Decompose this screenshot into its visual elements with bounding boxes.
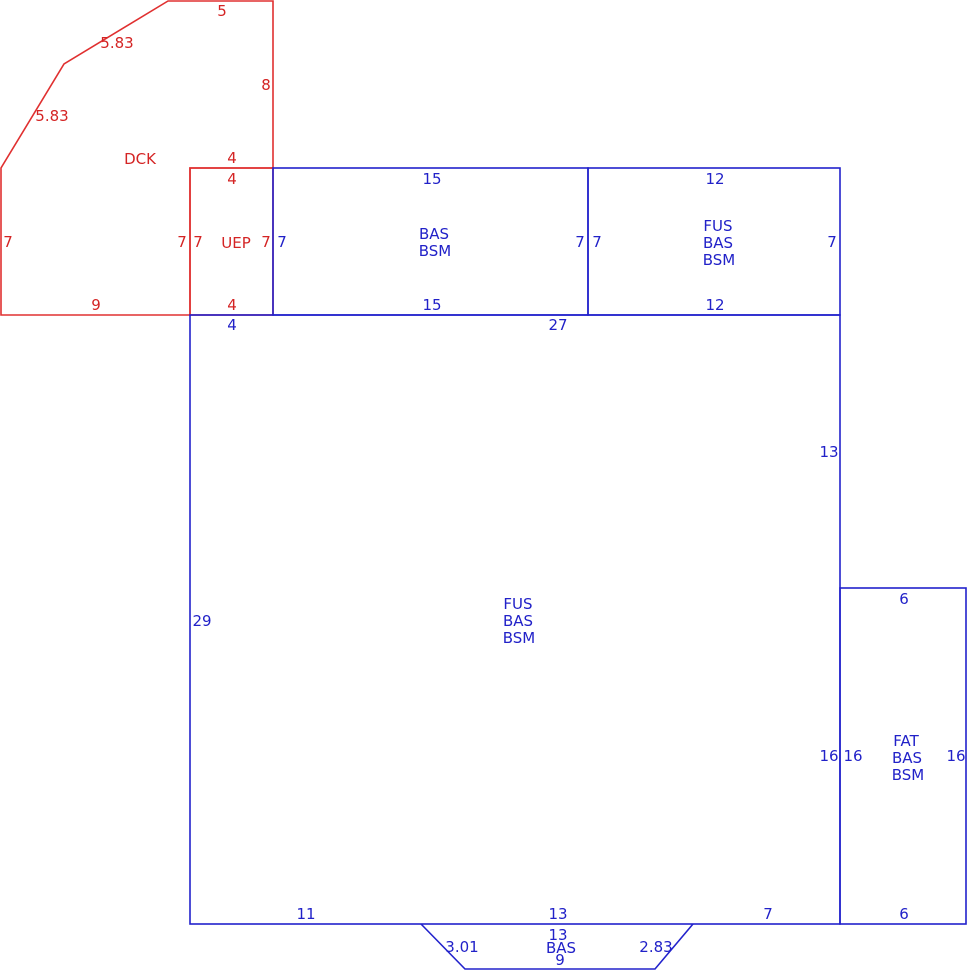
main-dim-top: 27 [548, 316, 567, 334]
main-dim-right-upper: 13 [819, 443, 838, 461]
fat-area: FAT BAS BSM 6 16 16 6 [839, 587, 967, 925]
bay-dim-left: 3.01 [445, 938, 478, 956]
deck-label: DCK [124, 150, 157, 168]
fus-top-code-1: FUS [703, 217, 732, 235]
bas-top-dim-bottom: 15 [422, 296, 441, 314]
deck-dim-right-lower: 7 [177, 233, 187, 251]
bay-area: BAS 13 3.01 2.83 9 [420, 923, 694, 970]
fat-code-3: BSM [892, 766, 925, 784]
bas-top-dim-left: 7 [277, 233, 287, 251]
fat-dim-right: 16 [946, 747, 965, 765]
fus-top-dim-right: 7 [827, 233, 837, 251]
fus-top-code-3: BSM [703, 251, 736, 269]
main-dim-bottom-left: 11 [296, 905, 315, 923]
fus-top-dim-left: 7 [592, 233, 602, 251]
fat-dim-top: 6 [899, 590, 909, 608]
bay-outline [420, 923, 694, 970]
bas-top-code-2: BSM [419, 242, 452, 260]
uep-dim-right: 7 [261, 233, 271, 251]
uep-dim-bottom: 4 [227, 296, 237, 314]
uep-dim-left: 7 [193, 233, 203, 251]
bay-dim-right: 2.83 [639, 938, 672, 956]
bas-top-dim-right: 7 [575, 233, 585, 251]
uep-area: UEP 4 7 7 4 [189, 167, 274, 316]
bay-code-1: BAS [546, 939, 576, 957]
fus-top-dim-top: 12 [705, 170, 724, 188]
main-code-3: BSM [503, 629, 536, 647]
uep-dim-top: 4 [227, 170, 237, 188]
main-dim-right-lower: 16 [819, 747, 838, 765]
main-dim-bottom-right: 7 [763, 905, 773, 923]
fat-code-1: FAT [893, 732, 919, 750]
fat-code-2: BAS [892, 749, 922, 767]
deck-dim-left: 7 [3, 233, 13, 251]
main-dim-bottom-mid: 13 [548, 905, 567, 923]
deck-dim-ledge: 4 [227, 149, 237, 167]
bas-top-area: BAS BSM 15 7 7 15 [272, 167, 589, 316]
fus-top-dim-bottom: 12 [705, 296, 724, 314]
fus-top-area: FUS BAS BSM 12 7 7 12 [587, 167, 841, 316]
bas-top-code-1: BAS [419, 225, 449, 243]
main-area: FUS BAS BSM 4 27 13 29 16 11 13 7 [189, 314, 841, 925]
fat-dim-left: 16 [843, 747, 862, 765]
uep-label: UEP [221, 234, 251, 252]
fat-dim-bottom: 6 [899, 905, 909, 923]
deck-area: DCK 5 5.83 5.83 8 4 7 7 9 [0, 0, 274, 316]
bay-dim-top: 13 [548, 926, 567, 944]
fus-top-code-2: BAS [703, 234, 733, 252]
main-code-1: FUS [503, 595, 532, 613]
main-dim-top-left: 4 [227, 316, 237, 334]
main-code-2: BAS [503, 612, 533, 630]
deck-dim-bottom: 9 [91, 296, 101, 314]
bay-dim-bottom: 9 [555, 951, 565, 969]
deck-dim-diagonal-lower: 5.83 [35, 107, 68, 125]
deck-dim-top: 5 [217, 2, 227, 20]
main-dim-left: 29 [192, 612, 211, 630]
bas-top-dim-top: 15 [422, 170, 441, 188]
fat-outline [839, 587, 967, 925]
deck-dim-diagonal-upper: 5.83 [100, 34, 133, 52]
deck-dim-right-upper: 8 [261, 76, 271, 94]
